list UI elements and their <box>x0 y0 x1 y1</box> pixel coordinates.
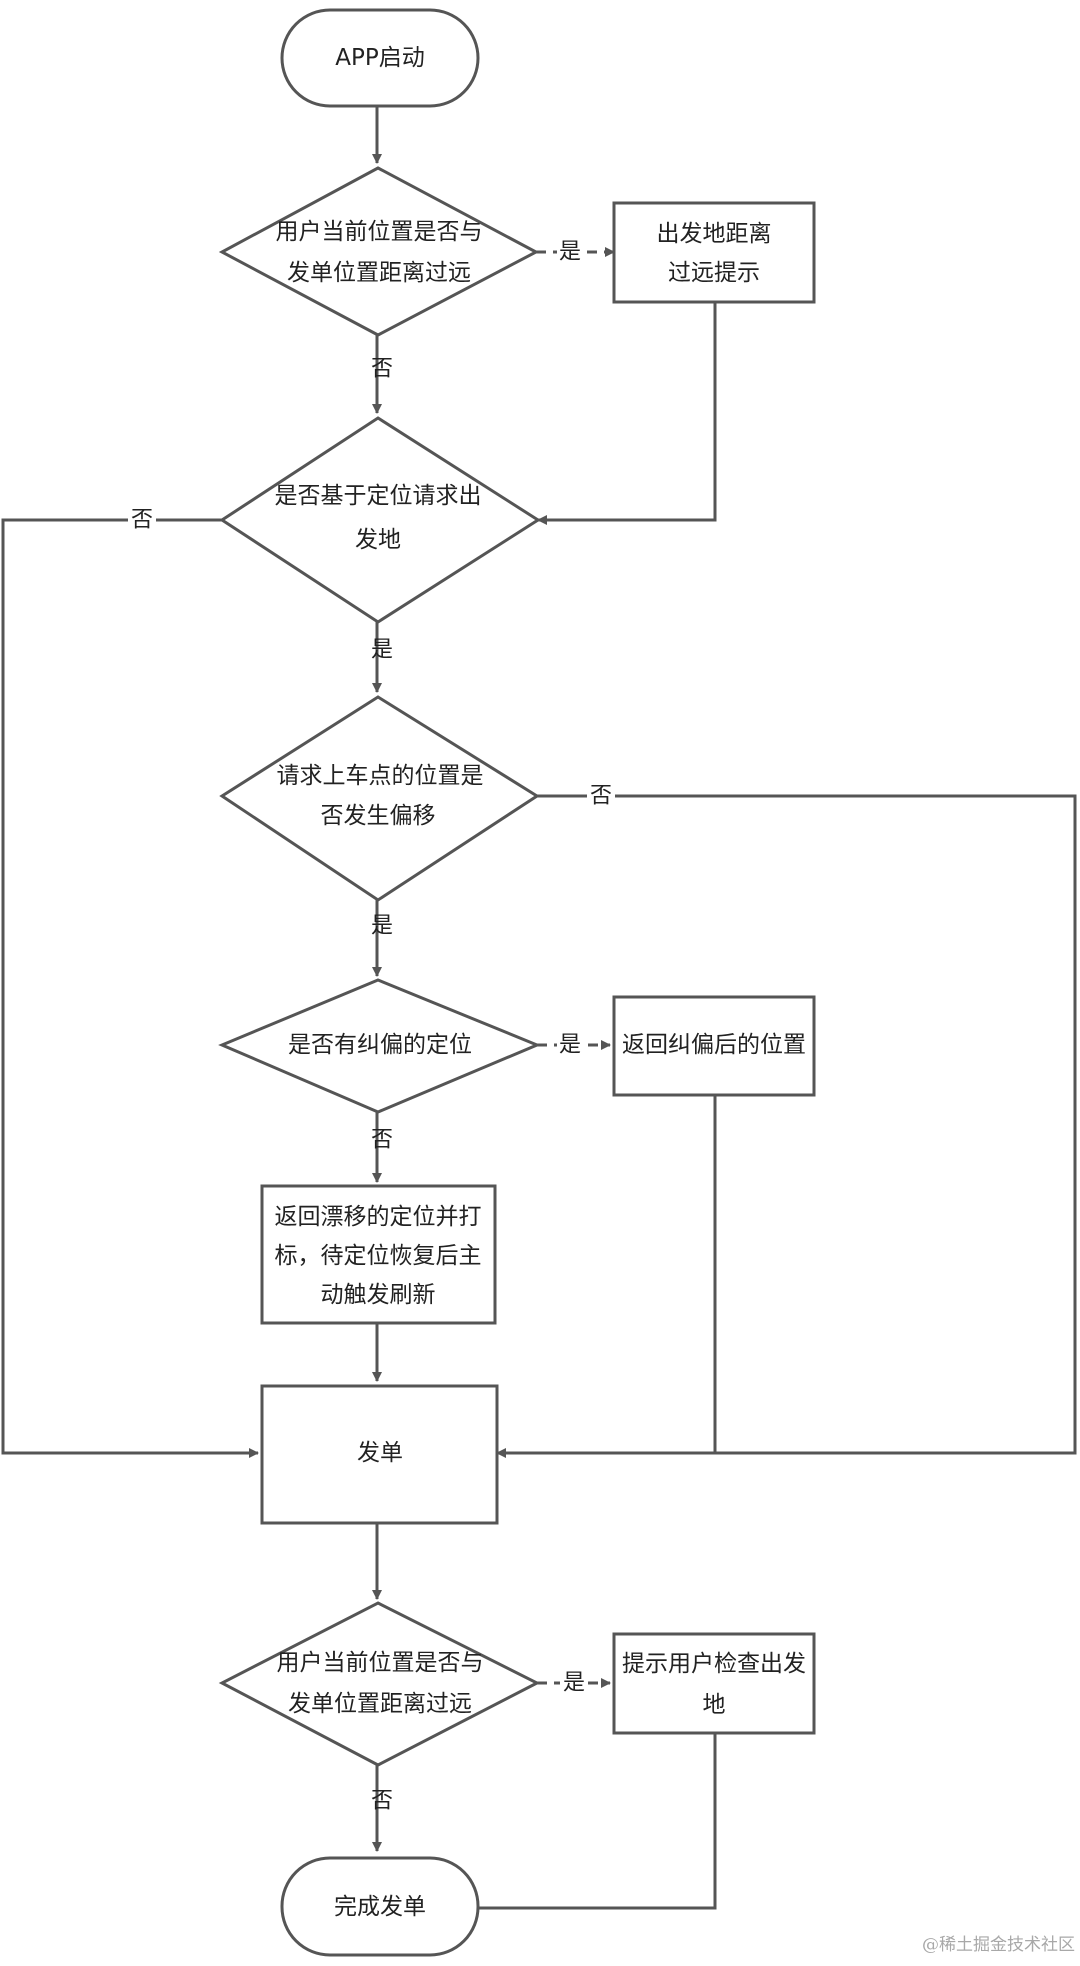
nodes: APP启动 用户当前位置是否与 发单位置距离过远 出发地距离 过远提示 是否基于… <box>218 8 816 1957</box>
label-d5-no: 否 <box>371 1789 393 1814</box>
far-warning-line-2: 过远提示 <box>668 260 760 286</box>
decision-location-based-line-1: 是否基于定位请求出 <box>275 483 482 509</box>
edge-far-warning-to-d2 <box>537 302 717 525</box>
edge-prompt-check-to-end <box>469 1733 717 1913</box>
label-d3-no: 否 <box>590 784 612 809</box>
decision-corrected: 是否有纠偏的定位 <box>218 978 541 1114</box>
label-d5-yes: 是 <box>563 1671 585 1696</box>
label-d2-no: 否 <box>131 508 153 533</box>
prompt-check-box: 提示用户检查出发 地 <box>612 1632 816 1735</box>
end-label: 完成发单 <box>334 1894 426 1920</box>
edge-d3-no-to-dispatch <box>496 794 1077 1458</box>
label-d3-yes: 是 <box>371 914 393 939</box>
decision-offset: 请求上车点的位置是 否发生偏移 <box>219 695 540 902</box>
return-drift-line-1: 返回漂移的定位并打 <box>275 1204 482 1230</box>
watermark: @稀土掘金技术社区 <box>922 1935 1075 1955</box>
return-drift-line-2: 标，待定位恢复后主 <box>275 1243 482 1269</box>
decision-location-based-line-2: 发地 <box>355 527 401 553</box>
dispatch-label: 发单 <box>357 1440 403 1466</box>
decision-distance-check-1: 用户当前位置是否与 发单位置距离过远 <box>218 166 540 337</box>
decision-distance-check-1-line-2: 发单位置距离过远 <box>287 260 471 286</box>
label-d4-yes: 是 <box>559 1033 581 1058</box>
label-d2-yes: 是 <box>371 638 393 663</box>
far-warning-line-1: 出发地距离 <box>657 221 772 247</box>
start-label: APP启动 <box>335 45 424 71</box>
label-d1-yes: 是 <box>559 240 581 265</box>
decision-location-based: 是否基于定位请求出 发地 <box>219 416 541 624</box>
prompt-check-line-2: 地 <box>703 1692 726 1718</box>
edge-labels: 是 否 否 是 否 是 是 否 是 否 <box>128 238 615 1814</box>
decision-offset-line-1: 请求上车点的位置是 <box>277 763 484 789</box>
return-drift-box: 返回漂移的定位并打 标，待定位恢复后主 动触发刷新 <box>260 1184 497 1325</box>
end-node: 完成发单 <box>280 1856 480 1957</box>
decision-distance-check-1-line-1: 用户当前位置是否与 <box>276 219 483 245</box>
far-warning-box: 出发地距离 过远提示 <box>612 201 816 304</box>
label-d1-no: 否 <box>371 357 393 382</box>
decision-distance-check-2-line-1: 用户当前位置是否与 <box>277 1650 484 1676</box>
prompt-check-line-1: 提示用户检查出发 <box>622 1651 806 1677</box>
start-node: APP启动 <box>280 8 480 108</box>
edges <box>1 107 1077 1913</box>
decision-distance-check-2: 用户当前位置是否与 发单位置距离过远 <box>218 1601 541 1767</box>
return-corrected-line-1: 返回纠偏后的位置 <box>622 1032 806 1058</box>
return-drift-line-3: 动触发刷新 <box>321 1282 436 1308</box>
dispatch-box: 发单 <box>260 1384 499 1525</box>
decision-distance-check-2-line-2: 发单位置距离过远 <box>288 1691 472 1717</box>
label-d4-no: 否 <box>371 1128 393 1153</box>
decision-corrected-line-1: 是否有纠偏的定位 <box>288 1032 472 1058</box>
decision-offset-line-2: 否发生偏移 <box>321 803 436 829</box>
return-corrected-box: 返回纠偏后的位置 <box>612 995 816 1097</box>
edge-d2-no-to-dispatch <box>1 518 259 1458</box>
